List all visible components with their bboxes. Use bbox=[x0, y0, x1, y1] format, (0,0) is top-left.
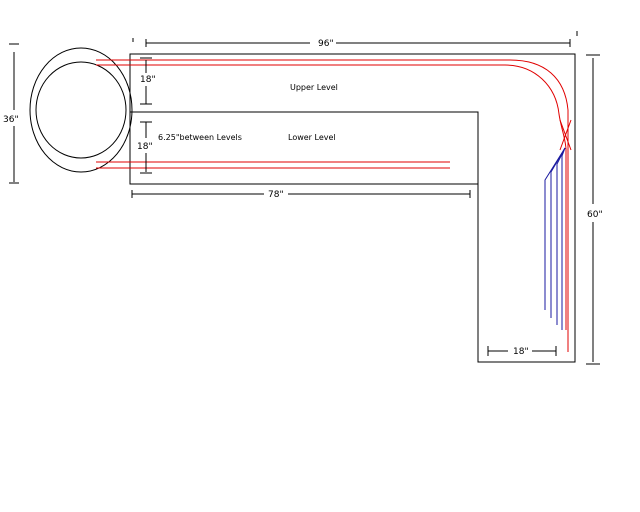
helix-outer-circle bbox=[29, 47, 133, 173]
dim-upper-label: 18" bbox=[140, 75, 156, 85]
yard-tracks bbox=[544, 147, 566, 330]
upper-table-outline bbox=[129, 53, 576, 363]
dim-leg-label: 18" bbox=[513, 347, 529, 357]
dim-78-label: 78" bbox=[268, 190, 284, 200]
helix bbox=[29, 47, 133, 173]
lower-level-outline bbox=[130, 111, 479, 184]
lower-level-label: Lower Level bbox=[288, 133, 336, 142]
track-crossover bbox=[559, 119, 572, 151]
dimension-lines bbox=[9, 31, 600, 365]
yard-track-3 bbox=[556, 147, 566, 325]
yard-track-4 bbox=[561, 147, 566, 330]
between-levels-label: 6.25"between Levels bbox=[158, 133, 242, 142]
upper-level-label: Upper Level bbox=[290, 83, 338, 92]
upper-track-inner bbox=[96, 64, 567, 330]
dim-right-label: 60" bbox=[587, 210, 603, 220]
upper-track-outer bbox=[96, 59, 569, 352]
dim-left-label: 36" bbox=[3, 115, 19, 125]
dim-top-label: 96" bbox=[318, 39, 334, 49]
main-track bbox=[96, 59, 572, 352]
benchwork-outline bbox=[129, 53, 576, 363]
dim-lower-label: 18" bbox=[137, 142, 153, 152]
yard-track-2 bbox=[550, 147, 566, 318]
helix-inner-circle bbox=[35, 61, 127, 159]
